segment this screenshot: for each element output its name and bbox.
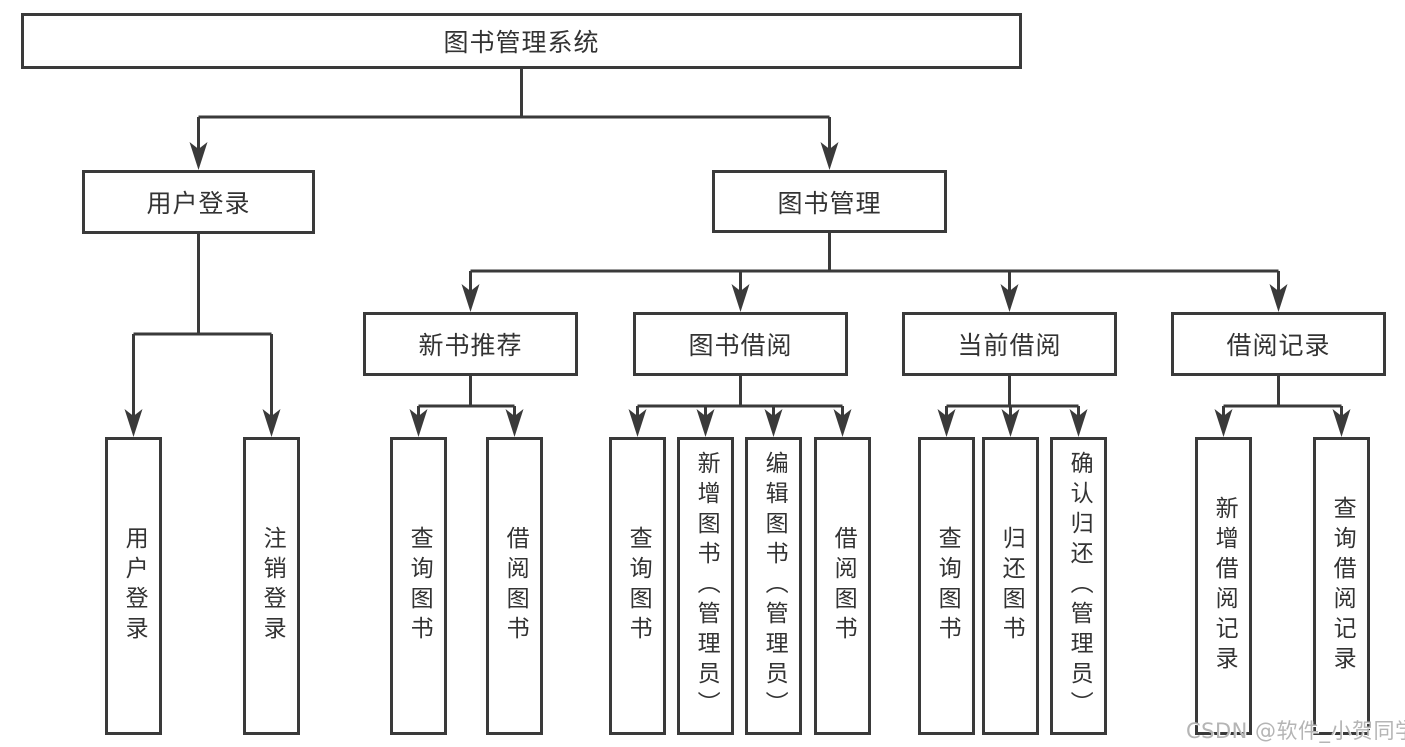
leaf-bb-borrow-books: 借阅图书 [814, 437, 871, 735]
leaf-user-login: 用户登录 [105, 437, 162, 735]
edge-book-mgmt-children [469, 233, 1280, 294]
edge-root-to-level2 [197, 69, 831, 152]
leaf-nbr-borrow-books: 借阅图书 [486, 437, 543, 735]
node-new-book-recommend: 新书推荐 [363, 312, 578, 376]
leaf-cb-return-books: 归还图书 [982, 437, 1039, 735]
node-book-management: 图书管理 [712, 170, 947, 233]
node-current-borrow: 当前借阅 [902, 312, 1117, 376]
leaf-nbr-query-books: 查询图书 [390, 437, 447, 735]
leaf-logout: 注销登录 [243, 437, 300, 735]
leaf-br-add-record: 新增借阅记录 [1195, 437, 1252, 735]
edge-borrow-records-children [1222, 376, 1343, 419]
node-book-borrow: 图书借阅 [633, 312, 848, 376]
edge-user-login-children [132, 234, 273, 419]
leaf-cb-confirm-return-admin: 确认归还（管理员） [1050, 437, 1107, 735]
node-root: 图书管理系统 [21, 13, 1022, 69]
arrowheads [124, 142, 1351, 437]
leaf-br-query-record: 查询借阅记录 [1313, 437, 1370, 735]
node-user-login: 用户登录 [82, 170, 315, 234]
edge-new-book-rec-children [417, 376, 516, 419]
leaf-bb-add-books-admin: 新增图书（管理员） [677, 437, 734, 735]
leaf-bb-query-books: 查询图书 [609, 437, 666, 735]
leaf-bb-edit-books-admin: 编辑图书（管理员） [745, 437, 802, 735]
leaf-cb-query-books: 查询图书 [918, 437, 975, 735]
edge-current-borrow-children [945, 376, 1080, 419]
csdn-watermark: CSDN @软件_小贺同学 [1186, 719, 1405, 743]
edge-book-borrow-children [636, 376, 844, 419]
node-borrow-records: 借阅记录 [1171, 312, 1386, 376]
